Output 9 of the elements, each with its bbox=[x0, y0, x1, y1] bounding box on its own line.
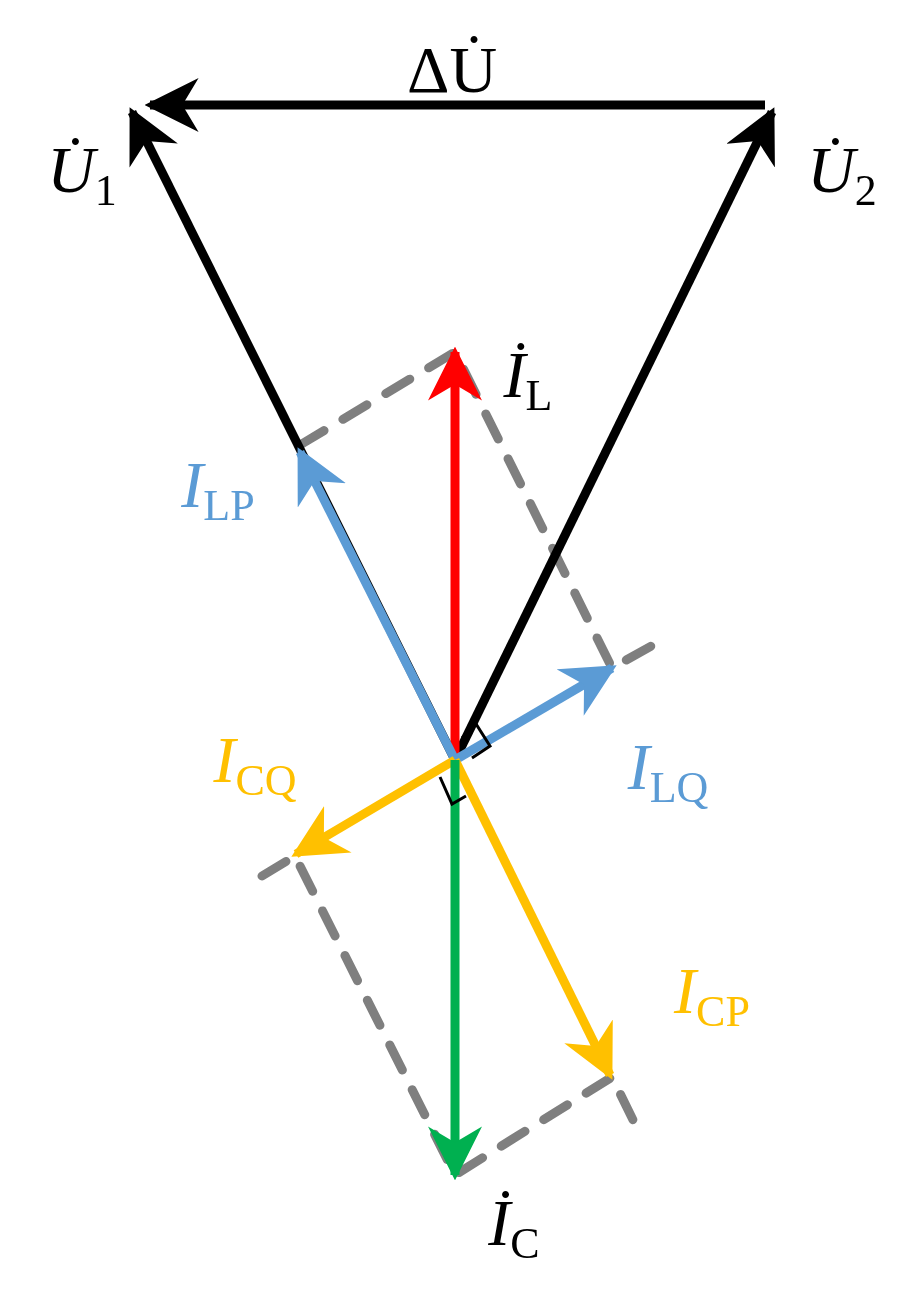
phasor-label: I$_{CP}$ bbox=[674, 957, 750, 1035]
phasor-label: U̇$_{2}$ bbox=[807, 136, 877, 214]
phasor-label: İ$_{C}$ bbox=[488, 1189, 540, 1267]
phasor-label: U̇$_{1}$ bbox=[47, 136, 117, 214]
phasor-label: İ$_{L}$ bbox=[503, 341, 553, 419]
phasor-label: I$_{LQ}$ bbox=[627, 733, 709, 811]
phasor-label: I$_{CQ}$ bbox=[213, 726, 297, 804]
phasor-label: ΔU̇ bbox=[406, 37, 498, 103]
phasor-label: I$_{LP}$ bbox=[181, 451, 255, 529]
